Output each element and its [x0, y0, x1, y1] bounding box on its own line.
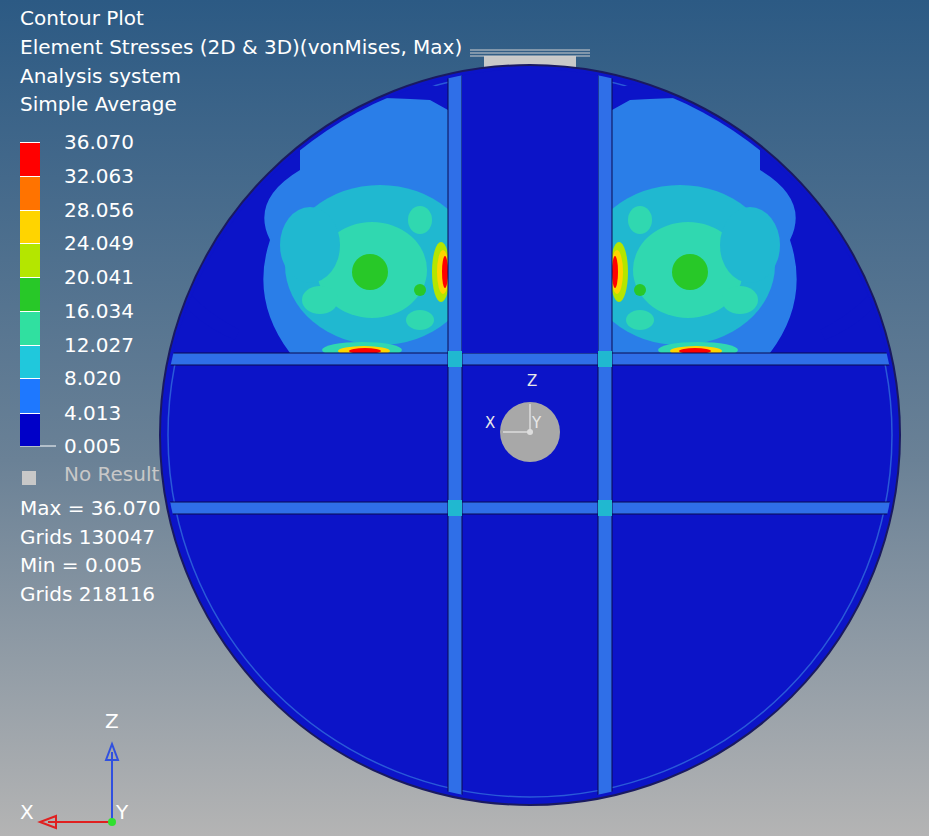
legend-swatch	[20, 311, 40, 345]
stress-zone	[150, 69, 448, 353]
axis-label: X	[20, 800, 34, 824]
x-arrow	[40, 816, 56, 828]
legend-swatch	[20, 142, 40, 176]
subtitle: Simple Average	[20, 92, 177, 116]
legend-value: 8.020	[64, 366, 121, 390]
legend-swatch	[20, 413, 40, 446]
joint	[448, 351, 462, 367]
axis-label: Y	[532, 414, 541, 432]
plot-title: Contour Plot	[20, 6, 144, 30]
min-note: Min = 0.005	[20, 553, 142, 577]
axis-label: Z	[527, 372, 537, 390]
center-web	[462, 60, 598, 353]
legend-swatch	[20, 176, 40, 210]
joint	[598, 500, 612, 516]
y-axis	[108, 818, 116, 826]
legend-swatch	[20, 243, 40, 277]
subtitle: Analysis system	[20, 64, 181, 88]
legend-value: 36.070	[64, 130, 134, 154]
axis-label: X	[485, 414, 495, 432]
stress-arc	[200, 600, 290, 740]
stiffener	[160, 353, 900, 365]
axis-label: Y	[116, 800, 128, 824]
legend-value: 24.049	[64, 231, 134, 255]
legend-value: 32.063	[64, 164, 134, 188]
triad-axis	[503, 431, 530, 433]
stress-zone	[612, 69, 910, 353]
legend-swatch	[20, 378, 40, 413]
hole	[500, 402, 560, 462]
stress-arc	[770, 600, 860, 740]
x-axis	[48, 821, 112, 823]
max-note: Max = 36.070	[20, 496, 161, 520]
z-arrow	[106, 744, 118, 760]
legend-value: 12.027	[64, 333, 134, 357]
legend-swatch	[22, 471, 36, 485]
grid-id: Grids 130047	[20, 525, 155, 549]
legend-swatch	[20, 210, 40, 243]
fixture-line	[470, 53, 590, 54]
legend-value: 28.056	[64, 198, 134, 222]
grid-id: Grids 218116	[20, 582, 155, 606]
legend-value: 0.005	[64, 434, 121, 458]
stiffener	[160, 502, 900, 514]
fixture-line	[470, 56, 590, 57]
legend-value: 16.034	[64, 299, 134, 323]
triad-axis	[529, 404, 531, 432]
legend-value: 4.013	[64, 401, 121, 425]
joint	[448, 500, 462, 516]
legend-swatch	[20, 277, 40, 311]
legend-value: No Result	[64, 462, 159, 486]
joint	[598, 351, 612, 367]
stiffener	[448, 60, 462, 820]
stiffener	[598, 60, 612, 820]
axis-label: Z	[105, 709, 119, 733]
z-axis	[111, 752, 113, 822]
legend-value: 20.041	[64, 265, 134, 289]
legend-swatch	[20, 345, 40, 378]
fixture-line	[470, 50, 590, 51]
subtitle: Element Stresses (2D & 3D)(vonMises, Max…	[20, 35, 462, 59]
